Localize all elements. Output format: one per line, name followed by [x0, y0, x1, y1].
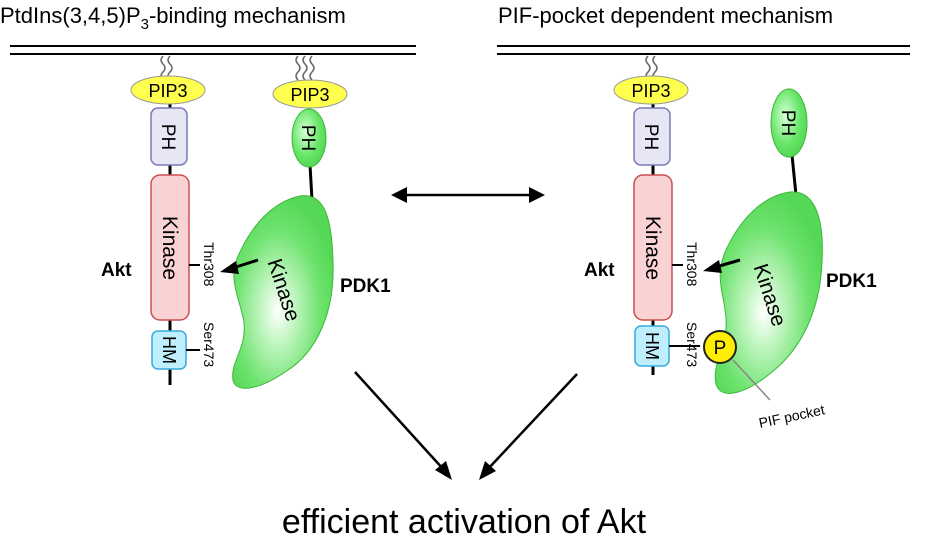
right-pdk1: PH Kinase P PIF pocket PDK1 [703, 88, 877, 431]
left-panel-title: PtdIns(3,4,5)P3-binding mechanism [0, 3, 346, 33]
hm-label: HM [642, 332, 662, 360]
pdk1-label: PDK1 [826, 271, 877, 292]
ser473-label: Ser473 [684, 322, 700, 367]
right-akt: PIP3 PH Kinase HM Thr308 Ser473 Akt [584, 55, 700, 375]
pip3-badge [130, 75, 206, 105]
kinase-domain [633, 174, 673, 321]
left-akt: PIP3 PH Kinase HM Thr308 Ser473 Akt [101, 55, 217, 385]
pif-pocket-pointer [732, 359, 771, 401]
bottom-label: efficient activation of Akt [282, 503, 647, 537]
pdk1-kinase-domain [714, 191, 823, 394]
ser473-label: Ser473 [201, 322, 217, 367]
kinase-label: Kinase [641, 216, 664, 280]
pip3-label: PIP3 [631, 81, 670, 101]
hm-label: HM [159, 336, 179, 364]
double-arrow-icon [391, 187, 545, 203]
right-panel-title: PIF-pocket dependent mechanism [498, 3, 833, 28]
lipid-tails-icon [295, 55, 315, 81]
akt-label: Akt [101, 260, 132, 281]
thr308-label: Thr308 [684, 242, 700, 287]
pdk1-ph-label: PH [297, 125, 318, 151]
pdk1-label: PDK1 [340, 276, 391, 297]
akt-label: Akt [584, 260, 615, 281]
pip3-badge [613, 75, 689, 105]
kinase-label: Kinase [158, 216, 181, 280]
left-membrane [10, 45, 416, 55]
kinase-domain [150, 174, 190, 321]
pdk1-ph-label: PH [777, 110, 798, 136]
pdk1-ph-domain [770, 88, 808, 158]
pdk1-ph-domain [291, 108, 327, 168]
converging-arrows [354, 371, 578, 480]
phospho-badge [703, 330, 737, 364]
phosphorylation-arrow [703, 258, 741, 273]
ph-label: PH [640, 124, 661, 150]
phospho-label: P [714, 338, 727, 359]
pdk1-kinase-domain [232, 195, 334, 389]
pif-pocket-label: PIF pocket [757, 401, 826, 431]
ph-domain [633, 107, 671, 166]
pip3-label: PIP3 [290, 85, 329, 105]
ph-label: PH [157, 124, 178, 150]
pip3-badge [272, 79, 348, 109]
right-membrane [497, 45, 910, 55]
ph-domain [150, 107, 188, 166]
thr308-label: Thr308 [201, 242, 217, 287]
pip3-label: PIP3 [148, 81, 187, 101]
phosphorylation-arrow [220, 258, 259, 274]
left-pdk1: PIP3 PH Kinase PDK1 [220, 55, 391, 389]
